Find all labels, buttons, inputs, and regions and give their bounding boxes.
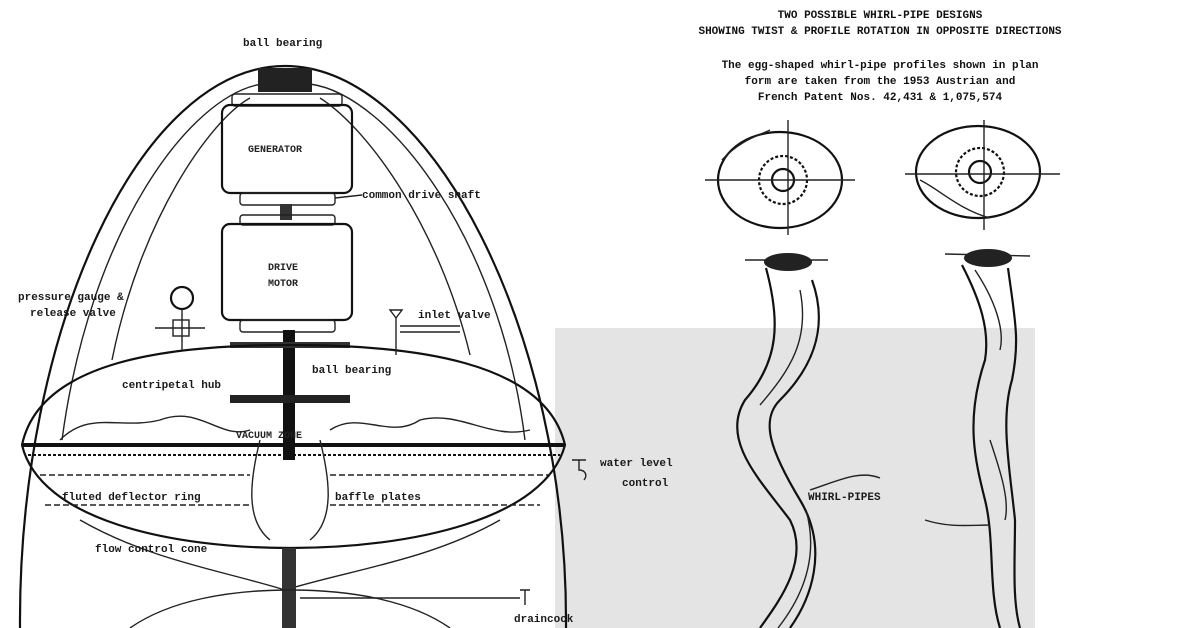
whirl-pipe-right [944,249,1031,628]
ball-bearing-top [258,68,312,92]
whirl-pipes-pointer-left [809,474,881,491]
label-whirl-pipes: WHIRL-PIPES [808,492,881,504]
plan-profile-right [905,120,1060,230]
label-ball-bearing-mid: ball bearing [312,365,391,377]
inner-arch-right [309,83,526,441]
plan-profile-left [705,120,855,235]
label-flow-control: flow control cone [95,544,208,556]
label-ball-bearing-top: ball bearing [243,38,322,50]
water-level-tap-icon [572,459,587,481]
label-release-valve: release valve [30,308,116,320]
inlet-valve-icon [388,309,460,355]
apparatus-drawing [18,64,587,628]
outer-egg-shell [18,64,568,628]
label-baffle-plates: baffle plates [335,492,421,504]
label-common-drive-shaft: common drive shaft [362,190,481,202]
label-water-level: water level [600,458,673,470]
label-pressure-gauge: pressure gauge & [18,292,124,304]
title-line-1: TWO POSSIBLE WHIRL-PIPE DESIGNS [778,10,983,22]
label-inlet-valve: inlet valve [418,310,491,322]
draincock-icon [520,589,530,605]
caption-line-3: French Patent Nos. 42,431 & 1,075,574 [758,92,1003,104]
caption-line-2: form are taken from the 1953 Austrian an… [745,76,1016,88]
title-line-2: SHOWING TWIST & PROFILE ROTATION IN OPPO… [698,26,1061,38]
label-vacuum-zone: VACUUM ZONE [236,431,302,442]
pressure-gauge-icon [169,285,195,311]
label-control: control [622,478,669,490]
label-draincock: draincock [514,614,574,626]
label-drive: DRIVE [268,263,298,274]
whirl-pipe-left [736,253,828,628]
inner-arch-left [61,83,263,441]
label-generator: GENERATOR [248,145,302,156]
label-motor: MOTOR [268,279,298,290]
scan-gray-region [555,328,1035,628]
label-fluted-deflector: fluted deflector ring [62,492,201,504]
whirl-pipes-pointer-right [924,519,991,527]
caption-line-1: The egg-shaped whirl-pipe profiles shown… [722,60,1039,72]
label-centripetal-hub: centripetal hub [122,380,221,392]
